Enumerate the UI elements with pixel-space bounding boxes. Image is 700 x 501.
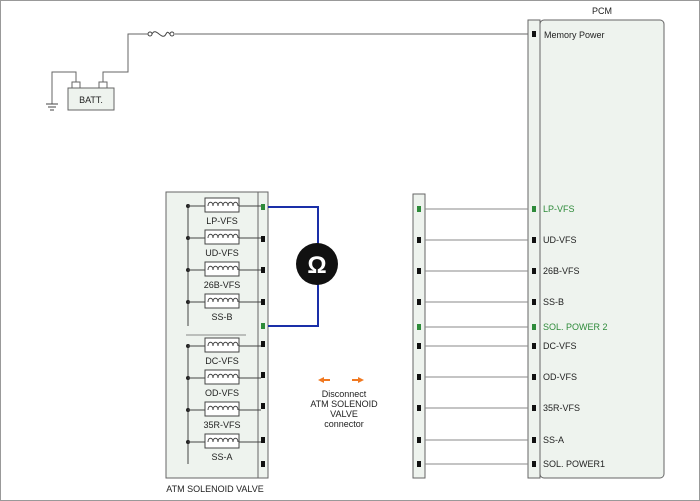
solenoid-label-2: 26B-VFS [204,280,241,290]
connector-pin-0 [417,206,421,212]
pcm-pin-7 [532,405,536,411]
valve-pin-1 [261,236,265,242]
valve-pin-8 [261,437,265,443]
pcm-module: PCM Memory Power [527,6,665,479]
ohm-meter-icon [296,243,338,285]
pcm-wires [417,206,528,467]
coil-box-6 [204,401,240,417]
connector-pin-1 [417,237,421,243]
solenoid-coils: LP-VFS UD-VFS 26B-VFS SS-B DC-VFS OD-VFS 35R-V… [186,197,261,464]
pcm-pin-label-6: OD-VFS [543,372,577,382]
coil-icon-2 [207,265,239,271]
pcm-pin-3 [532,299,536,305]
pcm-pin-label-1: UD-VFS [543,235,577,245]
ohmmeter: Ω [268,206,338,327]
solenoid-label-3: SS-B [211,312,232,322]
note-line-3: VALVE [330,409,358,419]
arrow-right-icon [358,377,364,383]
pcm-pin-8 [532,437,536,443]
valve-pin-4 [261,323,265,329]
intermediate-connector [412,193,426,479]
coil-icon-6 [207,405,239,411]
valve-pin-6 [261,372,265,378]
fuse-right-terminal [169,31,175,37]
battery-circuit: BATT. [46,31,528,111]
valve-pin-0 [261,204,265,210]
ohm-symbol: Ω [307,252,326,279]
battery [67,87,115,111]
connector-pin-6 [417,374,421,380]
coil-icon-5 [207,373,239,379]
solenoid-label-0: LP-VFS [206,216,238,226]
coil-icon-3 [207,297,239,303]
pcm-title: PCM [592,6,612,16]
coil-icon-0 [207,201,239,207]
valve-pin-2 [261,267,265,273]
connector-pin-8 [417,437,421,443]
valve-pin-9 [261,461,265,467]
coil-box-0 [204,197,240,213]
pcm-pin-labels: LP-VFS UD-VFS 26B-VFS SS-B SOL. POWER 2 DC-VF… [532,204,608,469]
solenoid-label-6: 35R-VFS [203,420,240,430]
fuse-icon [151,31,171,37]
meter-lead-negative [268,284,319,327]
connector-pin-5 [417,343,421,349]
pcm-pin-4 [532,324,536,330]
arrow-left-icon [318,377,324,383]
solenoid-label-5: OD-VFS [205,388,239,398]
pcm-pin-2 [532,268,536,274]
coil-box-1 [204,229,240,245]
connector-pin-2 [417,268,421,274]
note-line-4: connector [324,419,364,429]
coil-icon-1 [207,233,239,239]
coil-box-5 [204,369,240,385]
pcm-pin-1 [532,237,536,243]
valve-title: ATM SOLENOID VALVE [166,484,264,494]
pcm-pin-6 [532,374,536,380]
coil-box-2 [204,261,240,277]
note-line-2: ATM SOLENOID [310,399,378,409]
pcm-pin-label-2: 26B-VFS [543,266,580,276]
meter-lead-positive [268,206,319,244]
coil-box-3 [204,293,240,309]
coil-box-4 [204,337,240,353]
note-line-1: Disconnect [322,389,367,399]
pcm-pin-label-5: DC-VFS [543,341,577,351]
valve-pin-5 [261,341,265,347]
pcm-pin-label-7: 35R-VFS [543,403,580,413]
coil-icon-4 [207,341,239,347]
connector-pin-3 [417,299,421,305]
memory-power-label: Memory Power [544,30,605,40]
pcm-pin-label-8: SS-A [543,435,564,445]
solenoid-label-4: DC-VFS [205,356,239,366]
connector-pin-7 [417,405,421,411]
pcm-pin-0 [532,206,536,212]
pcm-pin-label-3: SS-B [543,297,564,307]
pcm-pin-9 [532,461,536,467]
memory-power-pin [532,31,536,37]
disconnect-note: Disconnect ATM SOLENOID VALVE connector [310,377,378,429]
fuse-left-terminal [147,31,153,37]
solenoid-label-7: SS-A [211,452,232,462]
pcm-pin-label-0: LP-VFS [543,204,575,214]
valve-pin-3 [261,299,265,305]
connector-pin-4 [417,324,421,330]
solenoid-label-1: UD-VFS [205,248,239,258]
coil-icon-7 [207,437,239,443]
pcm-pin-label-4: SOL. POWER 2 [543,322,608,332]
pcm-pin-label-9: SOL. POWER1 [543,459,605,469]
valve-pin-7 [261,403,265,409]
pcm-pin-5 [532,343,536,349]
connector-pin-9 [417,461,421,467]
coil-box-7 [204,433,240,449]
battery-label: BATT. [79,95,103,105]
